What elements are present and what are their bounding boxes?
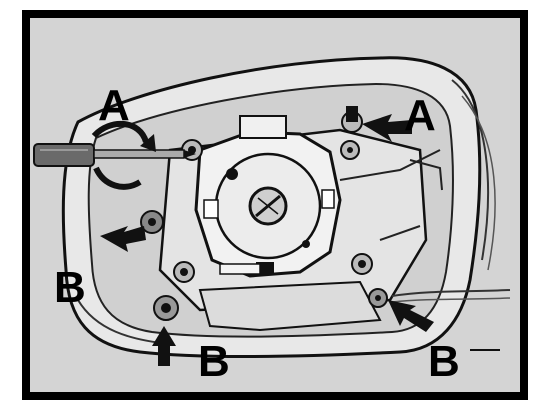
screwdriver: [33, 143, 196, 167]
screw-upper-right: [341, 106, 363, 133]
detail-clip: [409, 159, 443, 191]
screw-middle-right: [340, 140, 360, 160]
rotation-arrow-lower-icon: [93, 166, 142, 190]
arrow-b-right-icon: [388, 300, 434, 332]
callout-b-bottom-right: B: [428, 337, 460, 386]
screw-bottom-right: [368, 288, 388, 308]
housing-edge-line-2: [461, 95, 496, 271]
callout-a-left: A: [98, 81, 130, 130]
detail-linkage: [339, 149, 441, 241]
arrow-b-left-icon: [100, 226, 146, 252]
housing-edge-line: [451, 79, 489, 261]
wiring: [391, 289, 511, 297]
rotation-arrow-icon: [91, 120, 149, 144]
wiring-2: [391, 297, 511, 303]
screw-lower-right: [351, 253, 373, 275]
screw-left: [140, 210, 164, 234]
callout-b-left: B: [54, 263, 86, 312]
mirror-motor: [194, 115, 342, 278]
arrow-a-right-icon: [362, 114, 412, 142]
arrow-b-bottom-icon: [152, 326, 176, 366]
rotation-arrow-head-icon: [140, 134, 156, 152]
screw-bottom-center: [153, 295, 179, 321]
callout-b-bottom-center: B: [198, 337, 230, 386]
lower-bracket: [198, 280, 382, 332]
callout-a-right: A: [404, 91, 436, 140]
screw-lower-left: [173, 261, 195, 283]
